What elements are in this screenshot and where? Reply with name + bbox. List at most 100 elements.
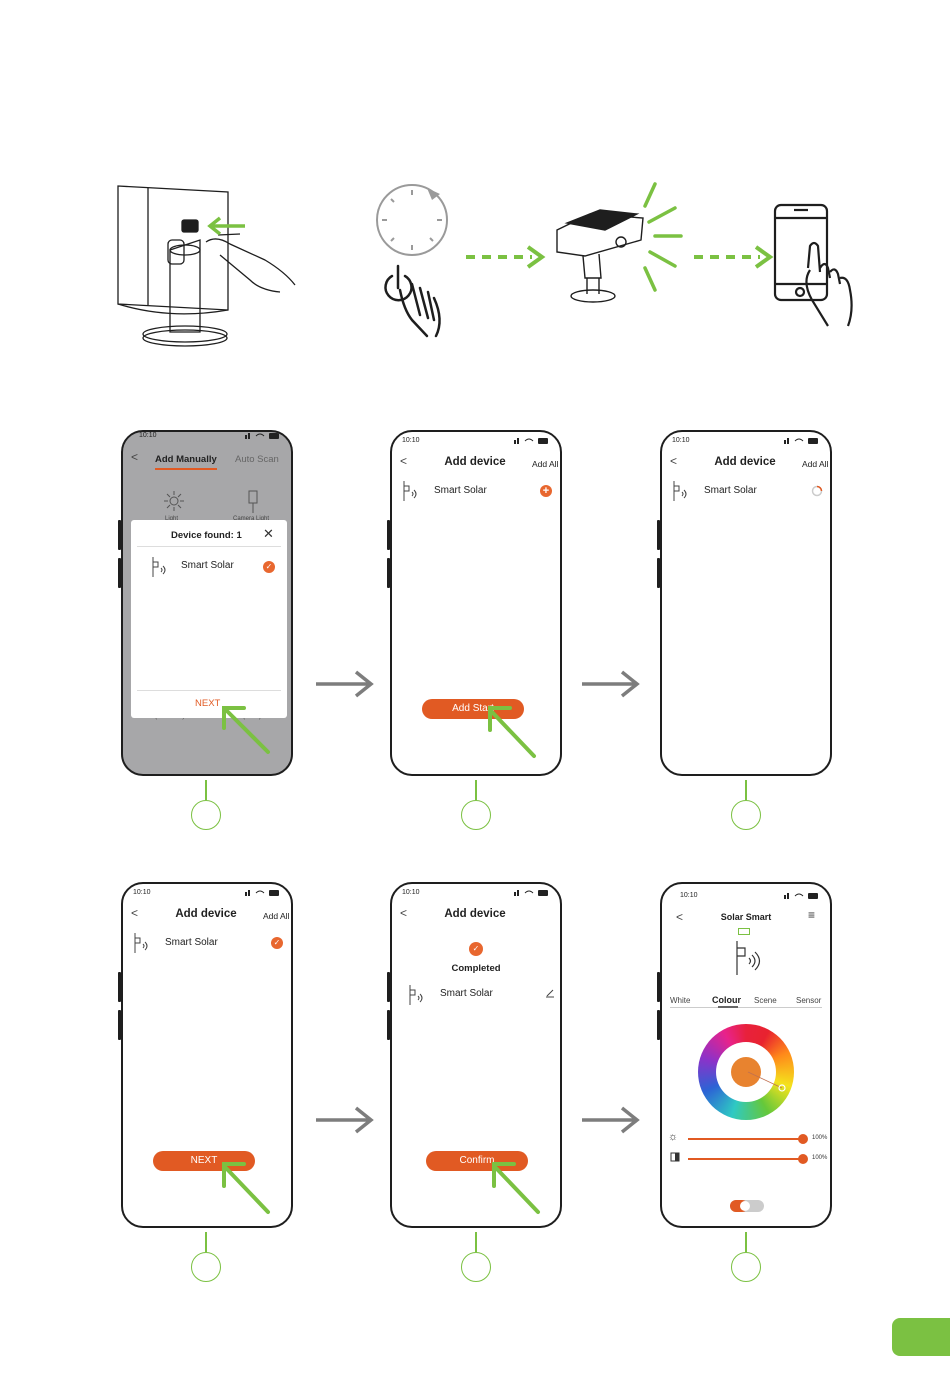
status-icons [784, 438, 818, 444]
add-all-button[interactable]: Add All [263, 911, 290, 921]
status-time: 10:10 [133, 889, 151, 896]
status-time: 10:10 [402, 437, 420, 444]
contrast-icon [670, 1152, 680, 1162]
page-title: Add device [444, 456, 506, 468]
page-tab-marker [892, 1318, 950, 1356]
tab-add-manually[interactable]: Add Manually [155, 454, 217, 465]
tab-auto-scan[interactable]: Auto Scan [235, 454, 279, 465]
divider [137, 546, 281, 547]
step-marker [731, 1252, 761, 1282]
close-icon[interactable]: ✕ [263, 526, 274, 541]
smart-solar-device-icon [409, 985, 423, 1005]
tab-divider [670, 1007, 822, 1008]
power-toggle[interactable] [730, 1200, 764, 1212]
sun-icon: ☼ [668, 1131, 679, 1143]
status-bar: 10:10 [402, 437, 550, 447]
tap-pointer-arrow-icon [222, 706, 270, 754]
status-bar: 10:10 [139, 432, 281, 442]
phone-screen-6: 10:10 < Solar Smart ≡ White Colour Scene… [660, 882, 832, 1228]
dotted-arrow-icon [694, 245, 774, 269]
back-icon[interactable]: < [670, 454, 678, 468]
back-icon[interactable]: < [400, 454, 408, 468]
smart-solar-device-icon [152, 557, 166, 577]
dialog-title: Device found: 1 [171, 530, 242, 541]
status-time: 10:10 [672, 437, 690, 444]
next-step-arrow-icon [316, 1106, 374, 1134]
status-icons [784, 893, 818, 899]
device-name: Smart Solar [434, 485, 487, 496]
device-name: Smart Solar [440, 988, 493, 999]
loading-icon [811, 485, 823, 497]
color-selector-line[interactable] [746, 1070, 786, 1092]
back-icon[interactable]: < [400, 906, 408, 920]
page-title: Solar Smart [720, 912, 772, 922]
tab-white[interactable]: White [670, 996, 691, 1005]
next-step-arrow-icon [316, 670, 374, 698]
smart-solar-device-icon [736, 941, 761, 975]
hold-power-illustration [376, 184, 448, 338]
smart-solar-device-icon [134, 933, 148, 953]
next-step-arrow-icon [582, 1106, 640, 1134]
next-button[interactable]: NEXT [195, 698, 221, 709]
status-bar: 10:10 [672, 437, 820, 447]
solar-light-flashing-illustration [556, 182, 683, 303]
plus-icon[interactable]: + [540, 485, 552, 497]
tab-colour[interactable]: Colour [712, 995, 741, 1005]
phone-screen-2: 10:10 < Add device Add All Smart Solar +… [390, 430, 562, 776]
tab-active-underline [718, 1006, 738, 1008]
completed-check-icon: ✓ [469, 942, 483, 956]
step-marker [191, 800, 221, 830]
tap-pointer-arrow-icon [222, 1162, 270, 1214]
back-icon[interactable]: < [676, 910, 684, 924]
step-marker [461, 1252, 491, 1282]
edit-icon[interactable] [545, 988, 555, 998]
brightness-slider-track[interactable] [688, 1138, 802, 1140]
add-start-button[interactable]: Add Start [422, 699, 524, 719]
category-light-label: Light [165, 516, 179, 522]
check-icon[interactable]: ✓ [271, 937, 283, 949]
status-time: 10:10 [139, 432, 157, 439]
add-all-button[interactable]: Add All [532, 459, 559, 469]
phone-screen-1: 10:10 < Add Manually Auto Scan Light Cam… [121, 430, 293, 776]
status-bar: 10:10 [133, 889, 281, 899]
step-marker [461, 800, 491, 830]
tab-scene[interactable]: Scene [754, 996, 777, 1005]
step-marker [191, 1252, 221, 1282]
brightness-slider-handle[interactable] [798, 1134, 808, 1144]
reset-button-illustration [117, 185, 296, 347]
light-category-icon [164, 491, 184, 511]
battery-icon [738, 928, 750, 935]
saturation-slider-handle[interactable] [798, 1154, 808, 1164]
page-title: Add device [175, 908, 237, 920]
phone-screen-3: 10:10 < Add device Add All Smart Solar [660, 430, 832, 776]
menu-icon[interactable]: ≡ [808, 908, 816, 922]
status-icons [514, 890, 548, 896]
next-step-arrow-icon [582, 670, 640, 698]
device-name: Smart Solar [181, 560, 234, 571]
status-icons [245, 433, 279, 439]
tab-underline [155, 468, 217, 470]
status-icons [245, 890, 279, 896]
tab-sensor[interactable]: Sensor [796, 996, 822, 1005]
phone-tap-illustration [773, 203, 853, 327]
dotted-arrow-icon [466, 245, 546, 269]
tap-pointer-arrow-icon [488, 706, 536, 758]
divider [137, 690, 281, 691]
add-all-button[interactable]: Add All [802, 459, 829, 469]
device-name: Smart Solar [165, 937, 218, 948]
completed-label: Completed [451, 963, 501, 974]
back-icon[interactable]: < [131, 906, 139, 920]
camera-light-category-icon [248, 490, 258, 513]
smart-solar-device-icon [403, 481, 417, 501]
device-name: Smart Solar [704, 485, 757, 496]
status-time: 10:10 [402, 889, 420, 896]
status-bar: 10:10 [680, 892, 820, 902]
page-title: Add device [714, 456, 776, 468]
phone-screen-4: 10:10 < Add device Add All Smart Solar ✓… [121, 882, 293, 1228]
tap-pointer-arrow-icon [492, 1162, 540, 1214]
page-title: Add device [444, 908, 506, 920]
back-icon[interactable]: < [131, 450, 139, 464]
check-icon[interactable]: ✓ [263, 561, 275, 573]
saturation-slider-track[interactable] [688, 1158, 802, 1160]
smart-solar-device-icon [673, 481, 687, 501]
